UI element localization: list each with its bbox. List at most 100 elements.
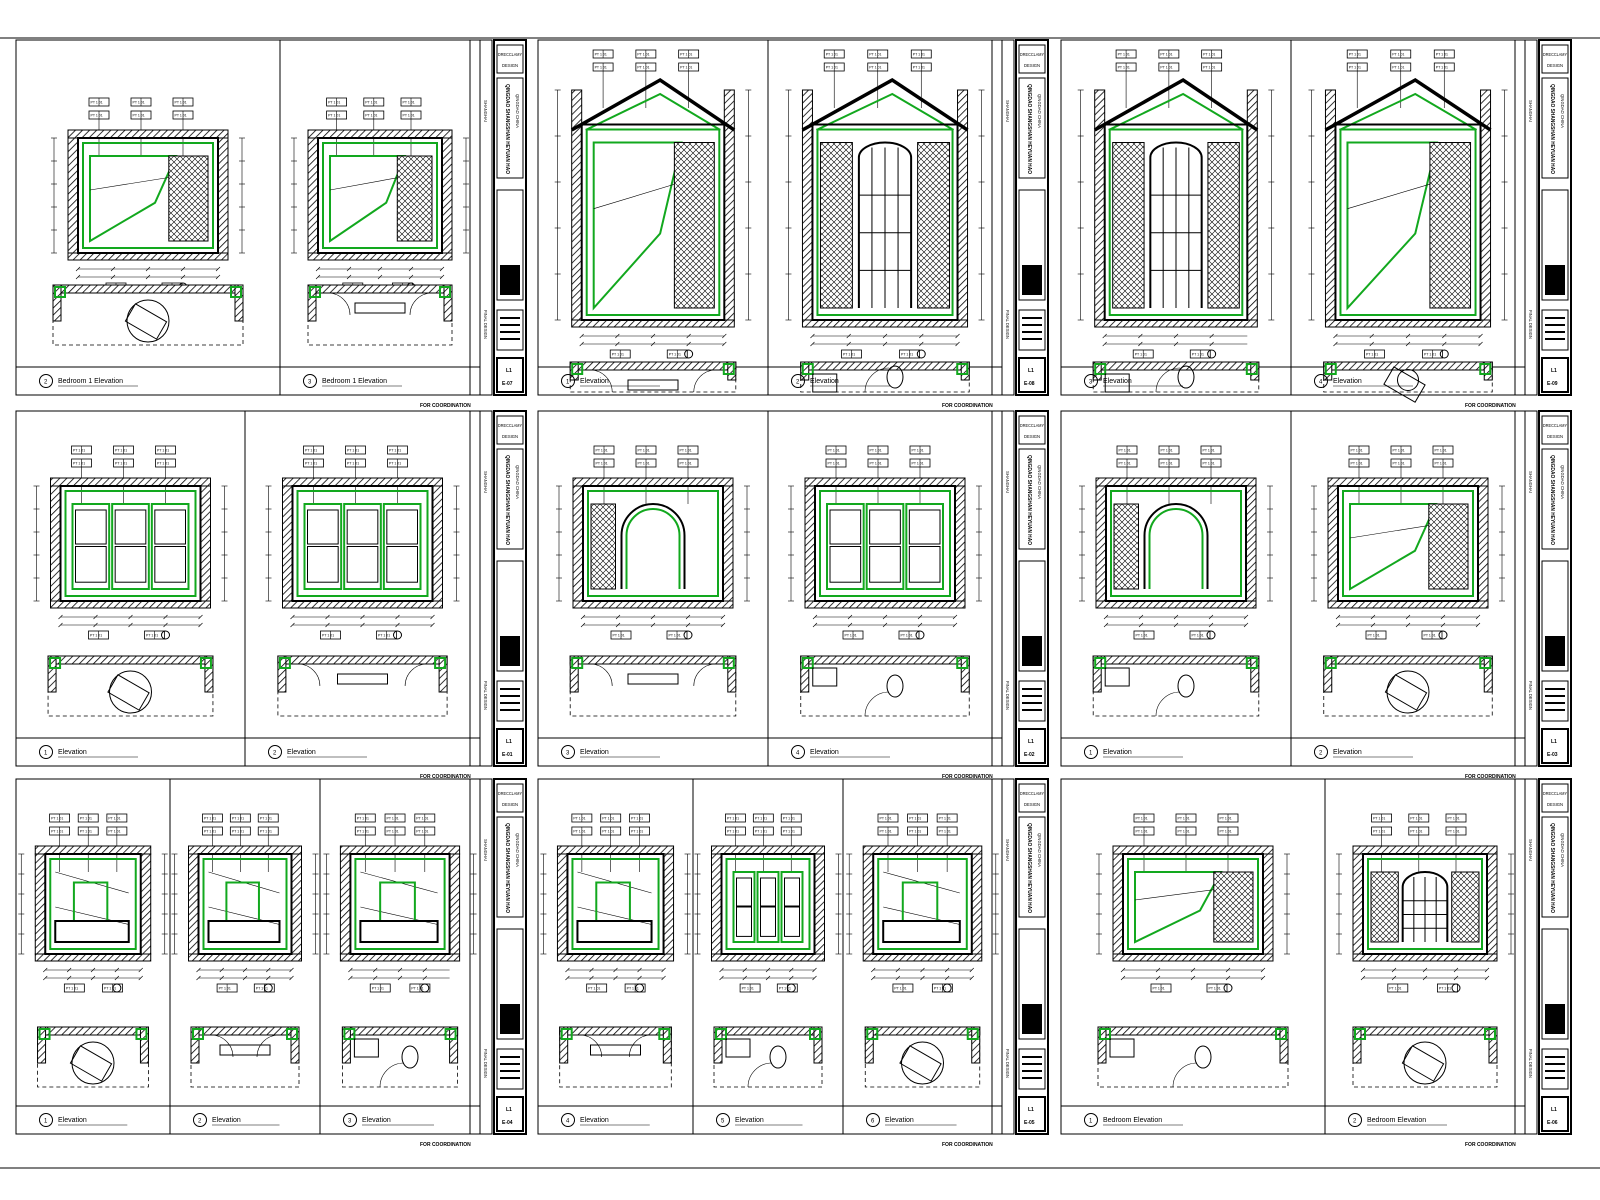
- section-marker: [635, 983, 645, 993]
- view-number-bubble: [866, 1113, 880, 1127]
- room-outline: [1362, 853, 1488, 955]
- wall-section-right: [1245, 485, 1257, 602]
- tile-marble: [360, 871, 438, 925]
- section-marker: [112, 983, 122, 993]
- material-tag-text: PT 1 01: [260, 817, 272, 821]
- material-tag-text: PT 1 01: [934, 987, 946, 991]
- wall-section-left: [1112, 853, 1124, 955]
- material-tag-text: PT 1 01: [90, 634, 102, 638]
- material-tag-text: PT 1 01: [869, 53, 881, 57]
- plan-wall: [1092, 361, 1260, 371]
- molding-trim: [877, 858, 968, 950]
- gable-trim: [1339, 92, 1478, 131]
- floor-slab: [801, 319, 969, 328]
- sheet-number: E-02: [1024, 752, 1035, 758]
- floor-slab: [862, 953, 983, 962]
- wall-section-right: [200, 485, 211, 602]
- arched-opening: [620, 503, 686, 589]
- material-tag-text: PT 1 01: [51, 817, 63, 821]
- rug-outline: [126, 299, 170, 343]
- plan-wall: [1092, 655, 1102, 693]
- plan-wall: [1323, 361, 1493, 371]
- view-number: 2: [1319, 751, 1323, 757]
- ceiling-slab: [1327, 477, 1489, 487]
- material-tag-text: PT 1 01: [1161, 449, 1173, 453]
- material-tag-text: PT 1 01: [1448, 830, 1460, 834]
- stamp-mark: [1022, 636, 1042, 666]
- company-box: [1541, 783, 1569, 813]
- vanity: [54, 920, 130, 943]
- door-glass: [829, 546, 862, 583]
- molding-trim: [64, 490, 197, 597]
- sheet-number-box: [1018, 1096, 1046, 1132]
- view-label: Elevation: [735, 1117, 764, 1124]
- wall-section-right: [432, 485, 443, 602]
- material-tag-text: PT 1 01: [669, 353, 681, 357]
- wall-section-right: [291, 853, 302, 955]
- view-label: Elevation: [1103, 378, 1132, 385]
- material-tag-text: PT 1 01: [755, 817, 767, 821]
- column-marker: [1354, 1028, 1366, 1040]
- plan-wall: [864, 1026, 874, 1064]
- view-label: Elevation: [580, 378, 609, 385]
- door-glass: [869, 509, 901, 545]
- plan-wall: [277, 655, 287, 693]
- column-marker: [199, 657, 212, 669]
- plan-boundary: [569, 655, 737, 717]
- sheet-level: L1: [1028, 739, 1034, 745]
- material-tag-text: PT 1 01: [403, 101, 415, 105]
- bed-outline: [124, 303, 168, 340]
- material-tag-text: PT 1 01: [1435, 462, 1447, 466]
- material-tag-text: PT 1 01: [1192, 634, 1204, 638]
- material-tag-text: PT 1 01: [680, 66, 692, 70]
- rug-outline: [1386, 670, 1430, 714]
- view-number: 1: [44, 751, 48, 757]
- project-box: [1541, 816, 1569, 918]
- section-marker: [1451, 983, 1461, 993]
- material-tag-text: PT 1 01: [378, 634, 390, 638]
- material-tag-text: PT 1 01: [742, 987, 754, 991]
- revision-box: [1018, 1048, 1046, 1090]
- company-name: DRECCLAMY: [498, 423, 522, 428]
- floor-slab: [804, 600, 966, 609]
- drawing-info-box: [496, 189, 524, 301]
- ceiling-slab: [307, 129, 453, 139]
- lattice-panel: [1113, 503, 1139, 590]
- section-marker: [263, 983, 273, 993]
- material-tag-text: PT 1 01: [826, 66, 838, 70]
- room-outline: [582, 485, 724, 602]
- door-glass: [75, 546, 107, 583]
- door-glass: [760, 906, 776, 937]
- wall-section-left: [34, 853, 46, 955]
- molding-trim: [354, 858, 446, 950]
- material-tag-text: PT 1 01: [256, 987, 268, 991]
- material-tag-text: PT 1 01: [365, 114, 377, 118]
- sheet-level: L1: [1551, 1107, 1557, 1113]
- molding-trim: [571, 858, 660, 950]
- title-block: [1538, 778, 1572, 1135]
- material-tag-text: PT 1 01: [1393, 449, 1405, 453]
- sheet-border: [537, 778, 1003, 1135]
- company-name: DRECCLAMY: [1543, 52, 1567, 57]
- material-tag-text: PT 1 01: [1153, 987, 1165, 991]
- section-marker: [161, 630, 170, 640]
- sheet-border: [15, 778, 481, 1135]
- view-number-bubble: [1084, 745, 1098, 759]
- project-location: QINGDAO CHINA: [515, 94, 520, 128]
- company-design: DESIGN: [1547, 63, 1563, 68]
- material-tag-text: PT 1 01: [1203, 462, 1215, 466]
- plan-wall: [37, 1026, 149, 1036]
- wall-section-left: [282, 485, 293, 602]
- view-label: Elevation: [58, 1117, 87, 1124]
- plan-wall: [559, 1026, 672, 1036]
- view-number: 1: [1089, 1119, 1093, 1125]
- project-location: QINGDAO CHINA: [515, 465, 520, 499]
- vanity: [882, 920, 961, 943]
- view-label: Elevation: [580, 749, 609, 756]
- sheet-number: E-01: [502, 752, 513, 758]
- material-tag-text: PT 1 01: [1373, 830, 1385, 834]
- material-tag-text: PT 1 01: [1366, 353, 1378, 357]
- drapery: [89, 155, 178, 243]
- column-marker: [956, 657, 969, 669]
- door-swing: [579, 1034, 602, 1058]
